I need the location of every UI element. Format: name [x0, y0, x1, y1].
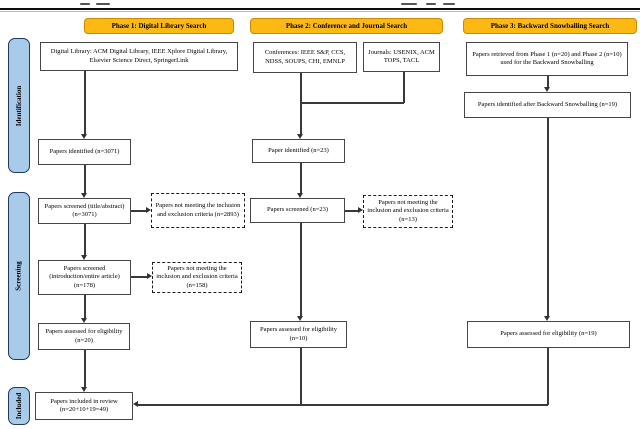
flow-line [138, 404, 548, 406]
phase3-header-label: Phase 3: Backward Snowballing Search [490, 22, 610, 30]
arrow-down-icon [296, 316, 303, 321]
flow-line [403, 72, 405, 103]
arrow-down-icon [80, 134, 87, 139]
box-screened-title-abstract: Papers screened (title/abstract) (n=3071… [38, 198, 131, 224]
phase3-header: Phase 3: Backward Snowballing Search [463, 18, 637, 34]
box-conferences: Conferences: IEEE S&P, CCS, NDSS, SOUPS,… [253, 42, 357, 73]
flow-line [84, 350, 86, 387]
arrow-down-icon [296, 134, 303, 139]
box-paper-identified-phase2: Paper identified (n=23) [252, 139, 345, 163]
arrow-down-icon [543, 316, 550, 321]
arrow-down-icon [80, 387, 87, 392]
flow-line [345, 210, 358, 212]
box-retrieved-for-snowballing: Papers retrieved from Phase 1 (n=20) and… [466, 42, 628, 76]
flow-line [547, 76, 549, 87]
box-assessed-eligibility-phase3: Papers assessed for eligibility (n=19) [467, 321, 630, 348]
flow-line [84, 224, 86, 255]
box-excluded-13: Papers not meeting the inclusion and exc… [363, 195, 453, 228]
stage-included-label: Included [15, 392, 23, 420]
flow-line [84, 165, 86, 193]
arrow-left-icon [133, 401, 138, 407]
arrow-right-icon [147, 273, 152, 279]
arrow-down-icon [80, 255, 87, 260]
arrow-down-icon [543, 87, 550, 92]
flow-line [300, 102, 404, 104]
box-identified-after-snowballing: Papers identified after Backward Snowbal… [464, 92, 631, 118]
flow-line [131, 276, 147, 278]
flow-line [300, 163, 302, 193]
flow-line [547, 348, 549, 405]
flow-line [300, 223, 302, 316]
phase1-header-label: Phase 1: Digital Library Search [111, 22, 207, 30]
top-rule [0, 8, 640, 10]
box-screened-intro-article: Papers screened (introduction/entire art… [38, 260, 131, 295]
flow-line [84, 71, 86, 134]
arrow-down-icon [80, 193, 87, 198]
phase1-header: Phase 1: Digital Library Search [84, 18, 234, 34]
flow-line [300, 73, 302, 103]
flow-line [84, 295, 86, 318]
phase2-header-label: Phase 2: Conference and Journal Search [285, 22, 408, 30]
flow-line [300, 102, 302, 134]
box-excluded-2893: Papers not meeting the inclusion and exc… [151, 193, 245, 228]
flow-line [131, 210, 146, 212]
stage-identification-label: Identification [15, 85, 24, 126]
box-screened-phase2: Papers screened (n=23) [250, 198, 345, 223]
stage-included: Included [8, 387, 30, 425]
box-included-in-review: Papers included in review (n=20+10+19=49… [35, 392, 133, 420]
arrow-right-icon [146, 207, 151, 213]
flow-line [547, 118, 549, 316]
box-journals: Journals: USENIX, ACM TOPS, TACL [363, 42, 440, 72]
arrow-down-icon [296, 193, 303, 198]
stage-screening: Screening [8, 192, 30, 360]
box-assessed-eligibility-phase2: Papers assessed for eligibility (n=10) [250, 321, 347, 348]
phase2-header: Phase 2: Conference and Journal Search [250, 18, 443, 34]
stage-screening-label: Screening [15, 261, 23, 291]
box-assessed-eligibility-phase1: Papers assessed for eligibility (n=20) [38, 323, 130, 350]
top-rule-shadow [0, 11, 640, 12]
arrow-down-icon [80, 318, 87, 323]
flow-line [300, 348, 302, 405]
box-excluded-158: Papers not meeting the inclusion and exc… [152, 262, 242, 293]
arrow-right-icon [358, 207, 363, 213]
stage-identification: Identification [8, 38, 30, 173]
box-digital-libraries: Digital Library: ACM Digital Library, IE… [40, 42, 238, 71]
box-papers-identified-phase1: Papers identified (n=3071) [38, 139, 131, 165]
